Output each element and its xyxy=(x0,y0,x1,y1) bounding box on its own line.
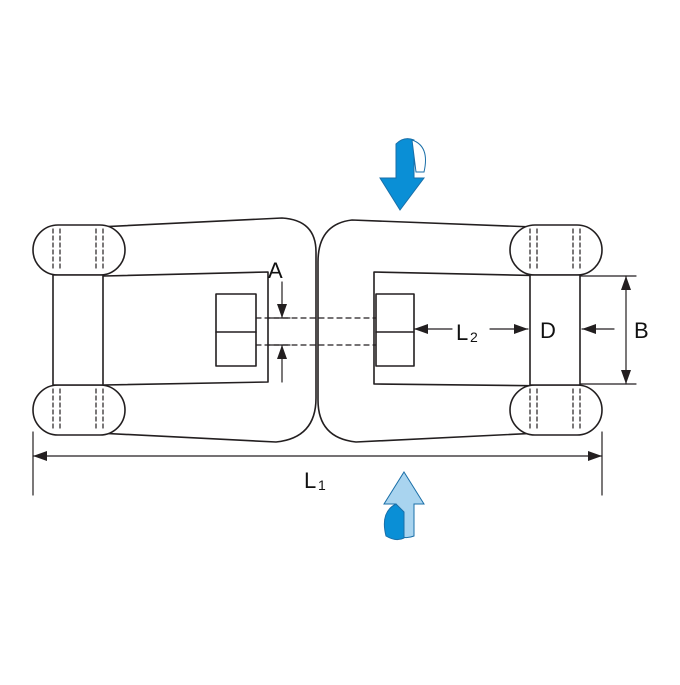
left-top-pin xyxy=(32,224,126,276)
left-bottom-pin xyxy=(32,384,126,436)
label-l2: L xyxy=(456,320,468,345)
right-bottom-pin xyxy=(509,384,603,436)
right-link-outline xyxy=(317,219,561,443)
right-shaft xyxy=(529,274,581,386)
right-nut xyxy=(375,293,415,367)
left-link xyxy=(32,217,317,443)
label-a: A xyxy=(268,258,283,283)
dimension-l2 xyxy=(413,324,529,334)
left-link-outline xyxy=(77,217,317,443)
right-link-slot xyxy=(373,271,557,387)
label-l1: L xyxy=(304,468,316,493)
dimension-b xyxy=(579,275,637,385)
left-nut xyxy=(215,293,257,367)
right-link xyxy=(317,219,603,443)
label-d: D xyxy=(540,318,556,343)
rotation-arrow-up-icon xyxy=(383,471,425,541)
dimension-d xyxy=(581,324,615,334)
label-l1-subscript: 1 xyxy=(318,477,326,493)
label-l2-subscript: 2 xyxy=(470,329,478,345)
dimension-l1 xyxy=(32,431,603,496)
dimension-a xyxy=(267,281,291,383)
left-link-slot xyxy=(103,271,269,386)
label-b: B xyxy=(634,318,649,343)
left-shaft xyxy=(52,274,104,386)
rotation-arrow-down-icon xyxy=(379,138,426,211)
right-top-pin xyxy=(509,224,603,276)
